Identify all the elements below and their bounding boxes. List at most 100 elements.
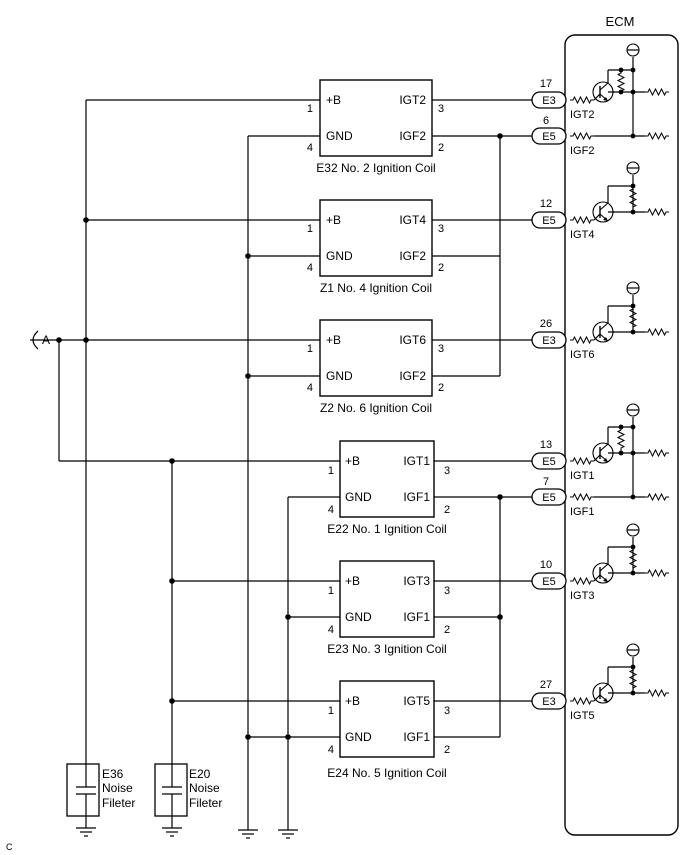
- pin-number: 3: [438, 343, 444, 355]
- pin-label-plus-b: +B: [326, 333, 341, 347]
- pin-number: 2: [438, 142, 444, 154]
- pin-label-igf: IGF1: [403, 490, 430, 504]
- connector-box: [531, 127, 567, 145]
- pin-label-igf: IGF2: [399, 369, 426, 383]
- ignition-coil-z1: +B GND IGT4 IGF2 1 4 3 2 Z1 No. 4 Igniti…: [307, 199, 444, 295]
- terminal-pin: 6: [543, 115, 549, 127]
- junction: [169, 578, 175, 584]
- pin-number: 2: [438, 262, 444, 274]
- pin-label-igt: IGT4: [399, 213, 426, 227]
- ecm-driver-igt1: [569, 403, 670, 497]
- terminal-pin: 12: [540, 198, 552, 210]
- ecm-terminal-igf2: E5 6 IGF2: [531, 115, 594, 157]
- ignition-coil-e32: +B GND IGT2 IGF2 1 4 3 2 E32 No. 2 Ignit…: [307, 79, 444, 175]
- pin-number: 2: [444, 504, 450, 516]
- ecm-input-igf2: [569, 132, 670, 140]
- terminal-pin: 10: [540, 559, 552, 571]
- noise-filter-e36: E36 Noise Fileter: [66, 763, 135, 837]
- junction: [285, 614, 291, 620]
- terminal-pin: 17: [540, 78, 552, 90]
- ecm-label: ECM: [606, 14, 635, 29]
- ecm-driver-igt5: [569, 643, 670, 705]
- ignition-coil-e22: +B GND IGT1 IGF1 1 4 3 2 E22 No. 1 Ignit…: [327, 440, 450, 536]
- ecm-driver-igt6: [569, 281, 670, 344]
- connector-id: E5: [542, 492, 555, 504]
- ground-icon: [161, 827, 183, 837]
- pin-number: 1: [307, 343, 313, 355]
- ignition-coil-z2: +B GND IGT6 IGF2 1 4 3 2 Z2 No. 6 Igniti…: [307, 319, 444, 415]
- terminal-pin: 13: [540, 439, 552, 451]
- junction: [497, 494, 503, 500]
- coil-caption: E24 No. 5 Ignition Coil: [327, 766, 446, 780]
- ecm-driver-igt4: [569, 161, 670, 224]
- pin-number: 2: [444, 624, 450, 636]
- junction: [245, 253, 251, 259]
- pin-number: 4: [328, 504, 334, 516]
- noise-filter-e20: E20 Noise Fileter: [154, 763, 222, 837]
- filter-box: [66, 763, 100, 817]
- connector-box: [531, 572, 567, 590]
- coil-box: [339, 680, 435, 758]
- terminal-pin: 7: [543, 476, 549, 488]
- pin-number: 2: [444, 744, 450, 756]
- pin-label-plus-b: +B: [326, 213, 341, 227]
- junction: [245, 373, 251, 379]
- pin-number: 4: [307, 142, 313, 154]
- coil-caption: E22 No. 1 Ignition Coil: [327, 522, 446, 536]
- pin-label-gnd: GND: [345, 730, 372, 744]
- pin-label-plus-b: +B: [326, 93, 341, 107]
- connector-box: [531, 211, 567, 229]
- pin-number: 1: [307, 103, 313, 115]
- connector-box: [531, 331, 567, 349]
- coil-box: [319, 199, 433, 277]
- ecm-box: [564, 34, 679, 836]
- junction: [245, 734, 251, 740]
- connector-box: [531, 91, 567, 109]
- filter-id: E20: [189, 767, 211, 781]
- pin-label-gnd: GND: [326, 249, 353, 263]
- pin-label-plus-b: +B: [345, 574, 360, 588]
- ground-icon: [75, 827, 97, 837]
- pin-number: 4: [307, 262, 313, 274]
- terminal-signal: IGT2: [570, 109, 594, 121]
- junction: [497, 614, 503, 620]
- junction: [285, 734, 291, 740]
- pin-label-igf: IGF1: [403, 730, 430, 744]
- connector-id: E5: [542, 456, 555, 468]
- coil-box: [339, 560, 435, 638]
- junction: [169, 458, 175, 464]
- pin-number: 1: [328, 585, 334, 597]
- coil-box: [319, 79, 433, 157]
- terminal-signal: IGT1: [570, 470, 594, 482]
- junction: [169, 698, 175, 704]
- filter-box: [154, 763, 188, 817]
- pin-label-igt: IGT3: [403, 574, 430, 588]
- terminal-signal: IGT6: [570, 349, 594, 361]
- coil-box: [319, 319, 433, 397]
- pin-number: 3: [444, 705, 450, 717]
- junction: [83, 217, 89, 223]
- connector-box: [531, 692, 567, 710]
- corner-mark: C: [6, 842, 13, 852]
- coil-caption: E32 No. 2 Ignition Coil: [316, 161, 435, 175]
- coil-box: [339, 440, 435, 518]
- pin-label-gnd: GND: [326, 129, 353, 143]
- pin-label-gnd: GND: [345, 490, 372, 504]
- ignition-coil-e23: +B GND IGT3 IGF1 1 4 3 2 E23 No. 3 Ignit…: [327, 560, 450, 656]
- pin-number: 1: [328, 465, 334, 477]
- terminal-signal: IGT4: [570, 229, 594, 241]
- filter-id: E36: [102, 767, 124, 781]
- ecm-driver-igt3: [569, 523, 670, 585]
- connector-id: E3: [542, 335, 555, 347]
- terminal-pin: 26: [540, 318, 552, 330]
- pin-label-igt: IGT1: [403, 454, 430, 468]
- connector-id: E5: [542, 131, 555, 143]
- ecm-terminal-igt6: E3 26 IGT6: [531, 318, 594, 361]
- ecm-terminal-igt2: E3 17 IGT2: [531, 78, 594, 121]
- ecm-terminal-igt3: E5 10 IGT3: [531, 559, 594, 602]
- terminal-signal: IGT3: [570, 590, 594, 602]
- pin-number: 1: [307, 223, 313, 235]
- pin-label-plus-b: +B: [345, 694, 360, 708]
- pin-number: 1: [328, 705, 334, 717]
